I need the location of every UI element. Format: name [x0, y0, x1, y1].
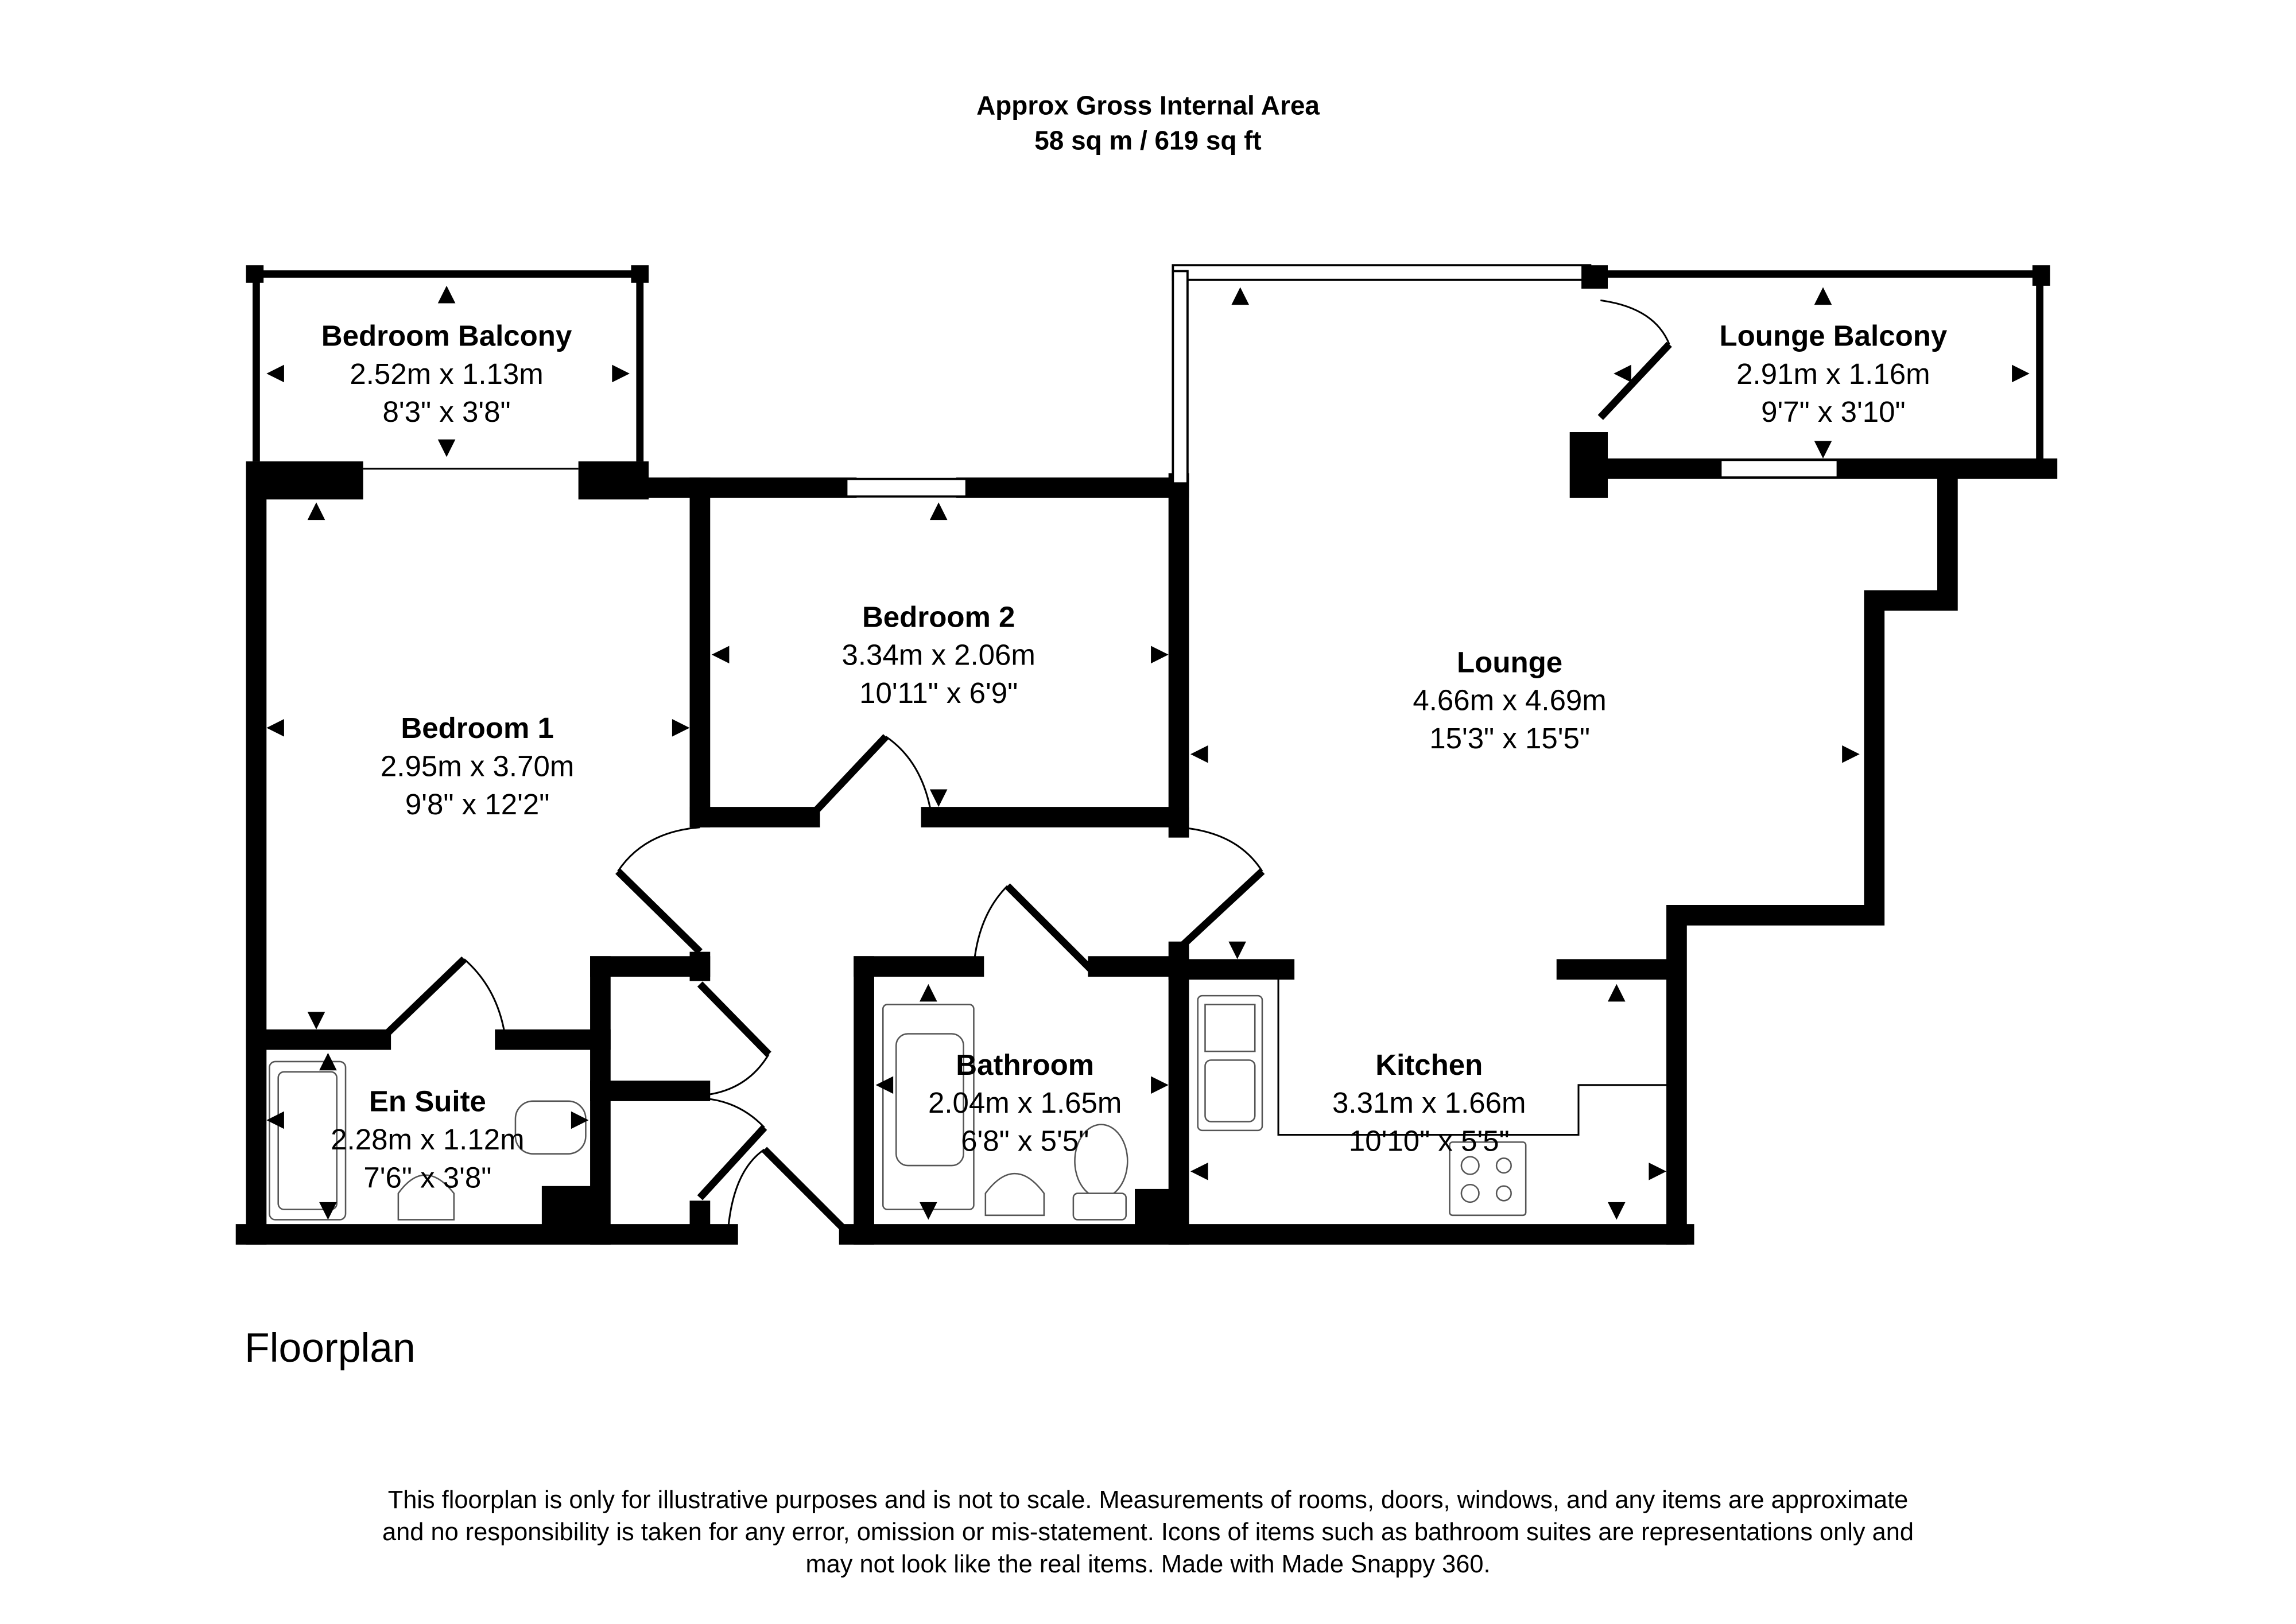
room-en-suite: En Suite 2.28m x 1.12m 7'6" x 3'8": [331, 1085, 524, 1194]
svg-text:9'8" x 12'2": 9'8" x 12'2": [405, 788, 549, 821]
svg-text:and no responsibility is taken: and no responsibility is taken for any e…: [382, 1518, 1914, 1546]
svg-text:may not look like the real ite: may not look like the real items. Made w…: [806, 1551, 1491, 1578]
svg-text:7'6" x 3'8": 7'6" x 3'8": [363, 1161, 491, 1194]
room-bathroom: Bathroom 2.04m x 1.65m 6'8" x 5'5": [928, 1048, 1122, 1157]
svg-text:Bedroom 1: Bedroom 1: [401, 712, 553, 744]
room-kitchen: Kitchen 3.31m x 1.66m 10'10" x 5'5": [1332, 1048, 1526, 1157]
svg-text:3.34m x 2.06m: 3.34m x 2.06m: [841, 639, 1035, 671]
svg-text:2.52m x 1.13m: 2.52m x 1.13m: [350, 358, 543, 390]
svg-text:2.91m x 1.16m: 2.91m x 1.16m: [1736, 358, 1930, 390]
svg-text:Bedroom Balcony: Bedroom Balcony: [321, 320, 572, 352]
svg-text:9'7" x 3'10": 9'7" x 3'10": [1761, 395, 1905, 428]
svg-text:Lounge Balcony: Lounge Balcony: [1719, 320, 1947, 352]
svg-text:This floorplan is only for ill: This floorplan is only for illustrative …: [388, 1486, 1909, 1514]
svg-text:4.66m x 4.69m: 4.66m x 4.69m: [1413, 684, 1606, 717]
svg-text:6'8" x 5'5": 6'8" x 5'5": [961, 1125, 1089, 1157]
room-bedroom-balcony: Bedroom Balcony 2.52m x 1.13m 8'3" x 3'8": [321, 320, 572, 429]
area-title: Approx Gross Internal Area: [976, 90, 1320, 120]
svg-text:2.28m x 1.12m: 2.28m x 1.12m: [331, 1123, 524, 1156]
svg-text:2.04m x 1.65m: 2.04m x 1.65m: [928, 1086, 1122, 1119]
dimension-arrows: [266, 285, 2030, 1220]
disclaimer: This floorplan is only for illustrative …: [382, 1486, 1914, 1578]
svg-text:3.31m x 1.66m: 3.31m x 1.66m: [1332, 1086, 1526, 1119]
svg-text:8'3" x 3'8": 8'3" x 3'8": [383, 395, 511, 428]
room-lounge: Lounge 4.66m x 4.69m 15'3" x 15'5": [1413, 646, 1606, 755]
room-lounge-balcony: Lounge Balcony 2.91m x 1.16m 9'7" x 3'10": [1719, 320, 1947, 429]
room-bedroom-2: Bedroom 2 3.34m x 2.06m 10'11" x 6'9": [841, 600, 1035, 709]
svg-text:Bedroom 2: Bedroom 2: [862, 600, 1015, 633]
svg-text:En Suite: En Suite: [369, 1085, 486, 1118]
floor-label: Floorplan: [245, 1325, 416, 1371]
walls: [235, 264, 2058, 1245]
svg-text:Kitchen: Kitchen: [1375, 1048, 1483, 1081]
svg-text:10'10" x 5'5": 10'10" x 5'5": [1349, 1125, 1510, 1157]
fixtures: [269, 994, 1527, 1221]
svg-text:15'3" x 15'5": 15'3" x 15'5": [1429, 722, 1590, 755]
svg-text:2.95m x 3.70m: 2.95m x 3.70m: [381, 749, 574, 782]
area-value: 58 sq m / 619 sq ft: [1034, 126, 1261, 156]
svg-text:10'11" x 6'9": 10'11" x 6'9": [859, 677, 1018, 709]
room-bedroom-1: Bedroom 1 2.95m x 3.70m 9'8" x 12'2": [381, 712, 574, 821]
svg-text:Bathroom: Bathroom: [956, 1048, 1094, 1081]
svg-text:Lounge: Lounge: [1457, 646, 1562, 678]
